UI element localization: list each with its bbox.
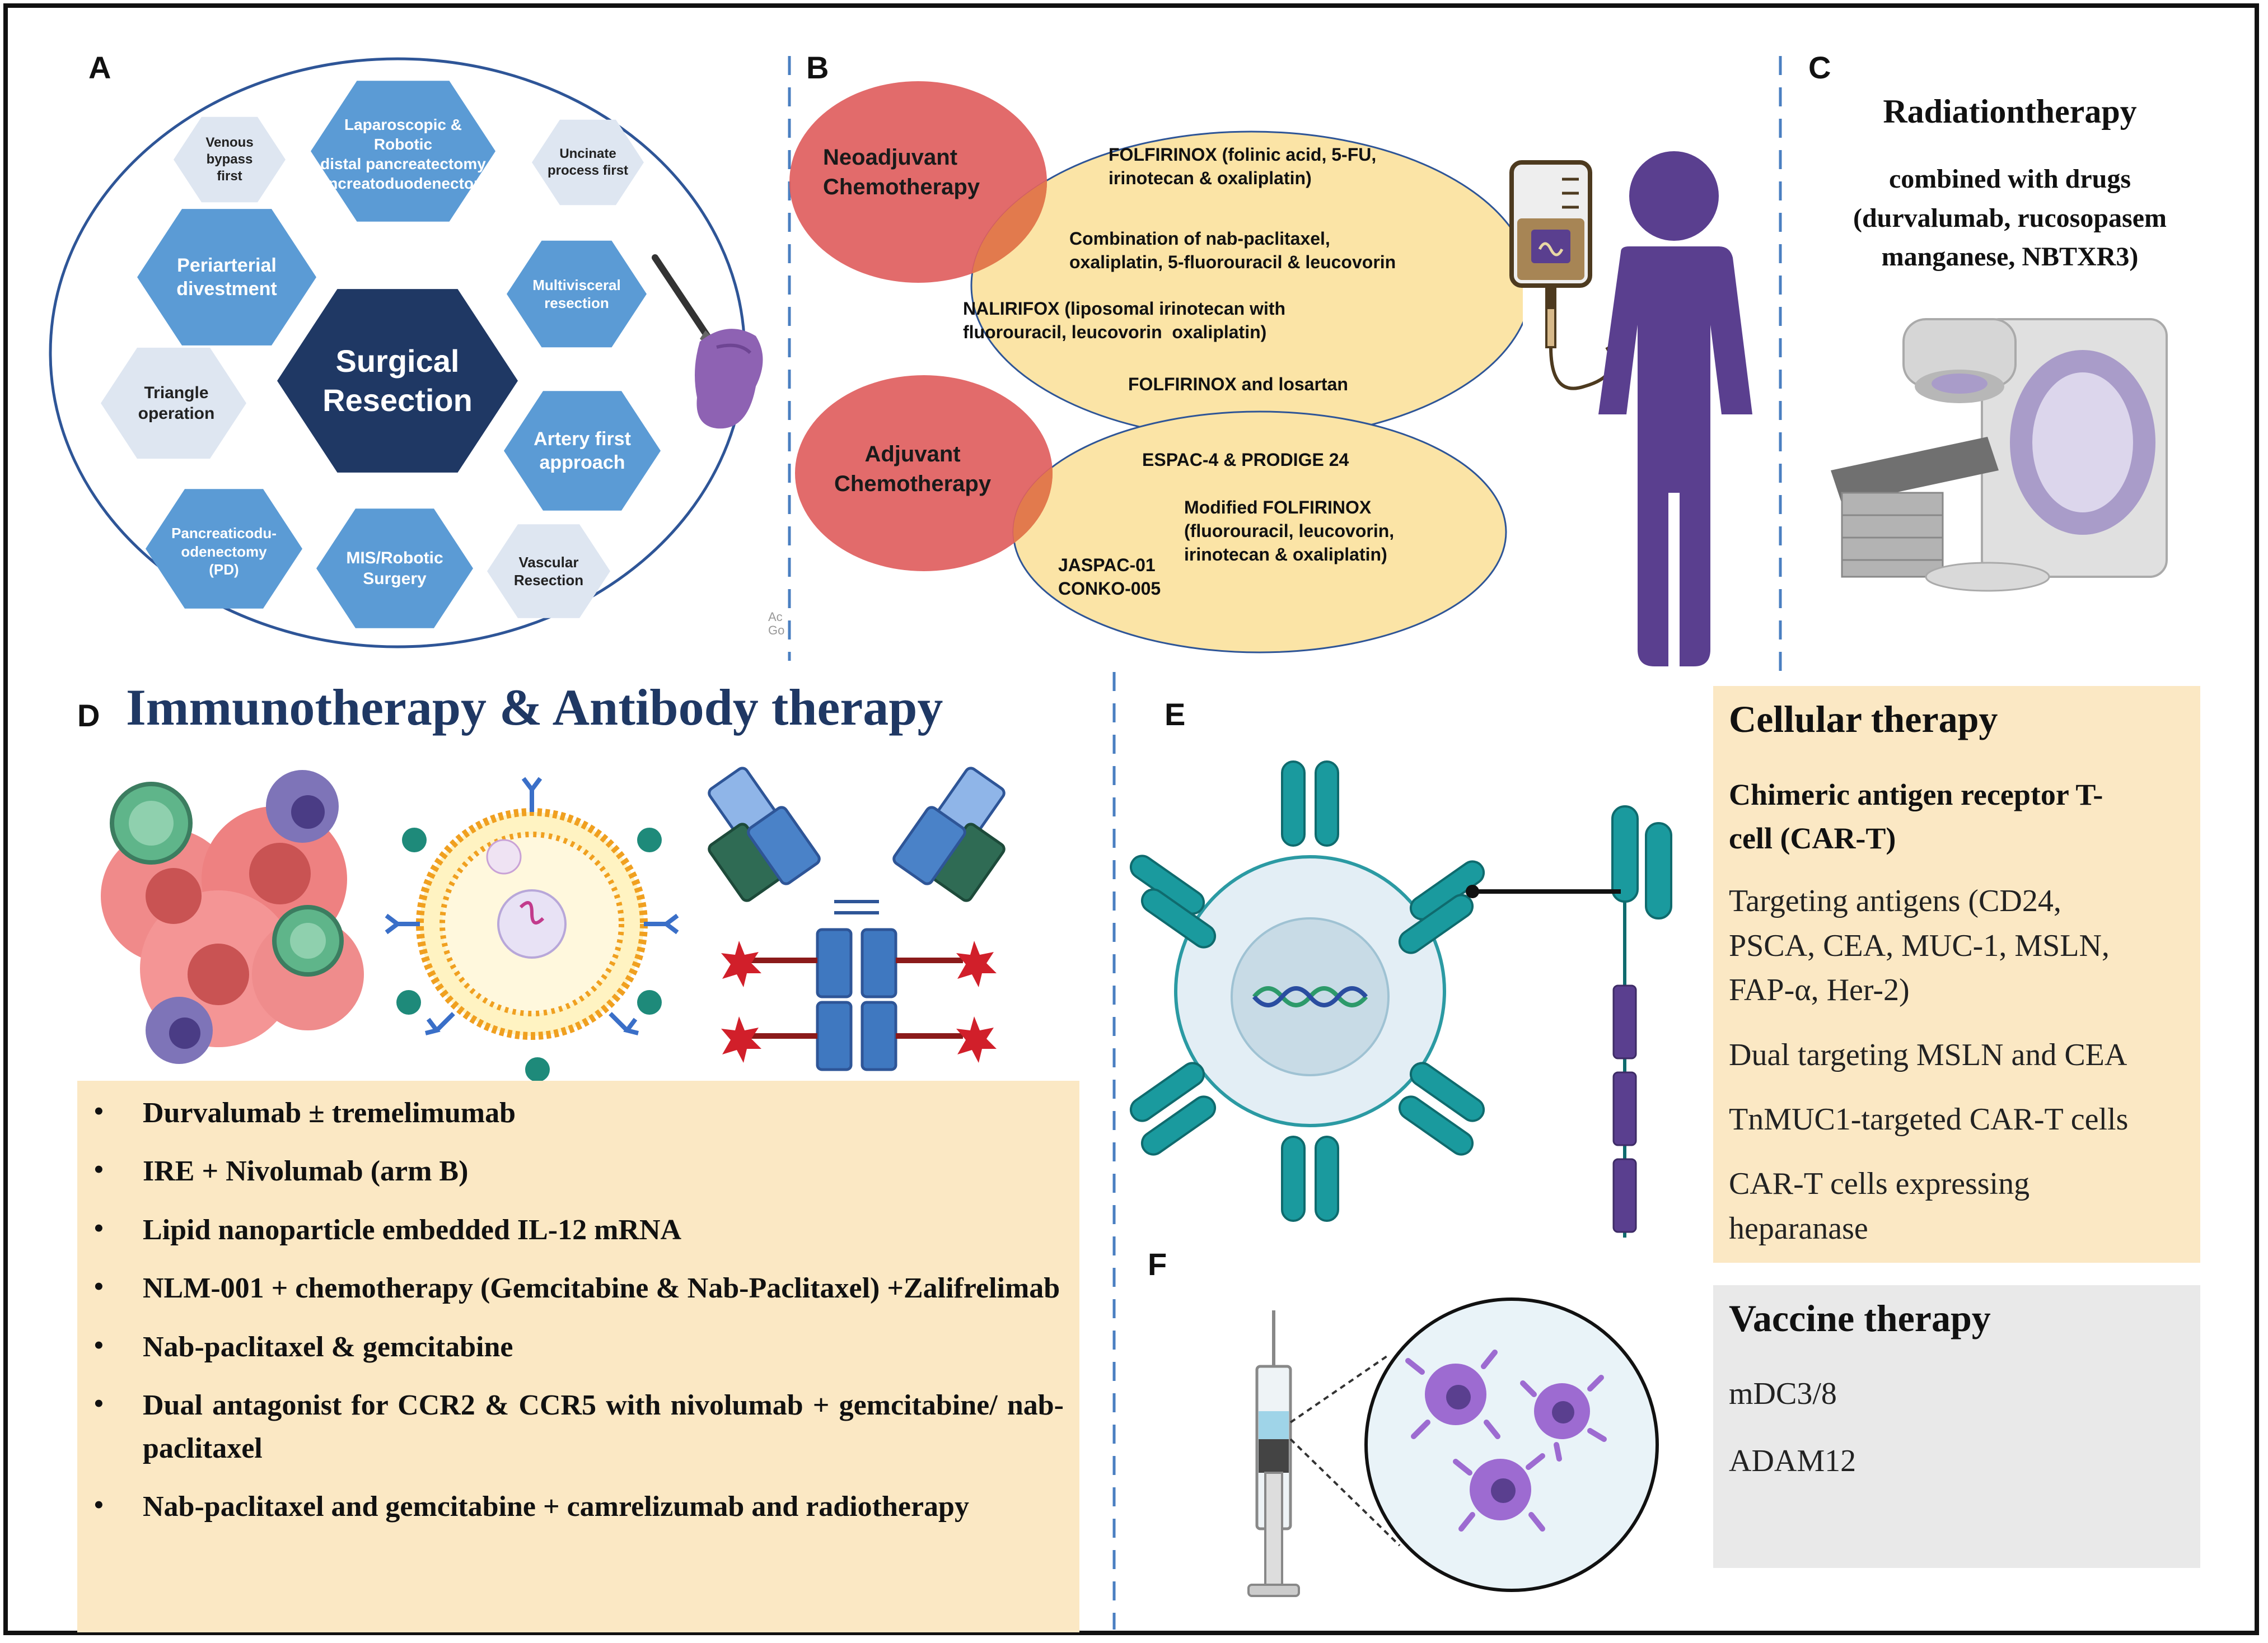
patient-head xyxy=(1629,151,1719,241)
hex-multivisceral-label: Multivisceral resection xyxy=(532,276,621,312)
bullet-dot: • xyxy=(94,1213,104,1243)
hex-vascular xyxy=(487,524,610,618)
panel-b-venn xyxy=(789,81,1523,654)
vaccine-syringe-icon xyxy=(1247,1297,1659,1597)
panel-d-letter: D xyxy=(77,698,100,733)
radiation-machine-icon xyxy=(1831,318,2168,592)
hex-pd-label: Pancreaticodu- odenectomy (PD) xyxy=(171,525,277,578)
hex-artery-first xyxy=(504,391,661,511)
bullet-dot: • xyxy=(94,1096,104,1126)
immunotherapy-item: • IRE + Nivolumab (arm B) xyxy=(84,1150,1064,1193)
immunotherapy-item: • Nab-paclitaxel & gemcitabine xyxy=(84,1326,1064,1369)
adjuvant-label: Adjuvant Chemotherapy xyxy=(834,442,992,496)
hex-periarterial-label: Periarterial divestment xyxy=(176,254,277,300)
adj-item-3: JASPAC-01 CONKO-005 xyxy=(1058,555,1161,599)
vaccine-title: Vaccine therapy xyxy=(1729,1297,1991,1339)
bullet-dot: • xyxy=(94,1490,104,1520)
patient-body xyxy=(1598,246,1752,666)
hex-periarterial xyxy=(137,209,316,346)
hex-mis-robotic-label: MIS/Robotic Surgery xyxy=(346,548,443,589)
immunotherapy-item: • NLM-001 + chemotherapy (Gemcitabine & N… xyxy=(84,1267,1064,1310)
immunotherapy-item: • Nab-paclitaxel and gemcitabine + camrel… xyxy=(84,1486,1064,1528)
neo-item-1: FOLFIRINOX (folinic acid, 5-FU, irinotec… xyxy=(1109,144,1377,189)
cellular-item-1: Targeting antigens (CD24, PSCA, CEA, MUC… xyxy=(1729,884,2110,1008)
panel-e-letter: E xyxy=(1165,697,1186,732)
magnified-circle xyxy=(1364,1297,1659,1592)
radiation-title: Radiationtherapy xyxy=(1883,93,2137,130)
adj-item-2: Modified FOLFIRINOX (fluorouracil, leuco… xyxy=(1184,497,1395,565)
hex-surgical-resection-label: Surgical Resection xyxy=(322,343,473,418)
car-t-cell-icon xyxy=(1129,760,1672,1238)
cellular-item-3: TnMUC1-targeted CAR-T cells xyxy=(1729,1102,2129,1137)
tumor-immune-cells-icon xyxy=(101,770,364,1064)
neo-item-2: Combination of nab-paclitaxel, oxaliplat… xyxy=(1069,228,1396,273)
panel-c-letter: C xyxy=(1808,50,1831,85)
hex-vascular-label: Vascular Resection xyxy=(513,553,584,589)
hex-laparoscopic xyxy=(311,81,495,222)
adj-red-ellipse xyxy=(795,375,1053,571)
immunotherapy-list-box xyxy=(77,1081,1079,1632)
scalpel-hand-icon xyxy=(652,254,763,429)
immunotherapy-item: • Lipid nanoparticle embedded IL-12 mRNA xyxy=(84,1209,1064,1252)
panel-a-diagram xyxy=(49,57,746,648)
lipid-nanoparticle-icon xyxy=(385,777,679,1081)
immunotherapy-list: • Durvalumab ± tremelimumab • IRE + Nivolum… xyxy=(84,1092,1064,1544)
radiation-subtitle: combined with drugs (durvalumab, rucosop… xyxy=(1853,164,2167,272)
hex-triangle-label: Triangle operation xyxy=(138,383,215,423)
hex-uncinate-label: Uncinate process first xyxy=(547,146,629,178)
neo-item-4: FOLFIRINOX and losartan xyxy=(1128,374,1348,394)
panel-a-letter: A xyxy=(88,50,111,85)
immunotherapy-item-text: NLM-001 + chemotherapy (Gemcitabine & Na… xyxy=(143,1272,1060,1305)
neoadjuvant-label: Neoadjuvant Chemotherapy xyxy=(823,145,980,199)
hex-laparoscopic-label: Laparoscopic & Robotic distal pancreatec… xyxy=(310,116,497,192)
treatment-couch xyxy=(1831,437,1999,504)
bullet-dot: • xyxy=(94,1389,104,1419)
immunotherapy-item-text: Dual antagonist for CCR2 & CCR5 with niv… xyxy=(143,1389,1064,1464)
neo-item-3: NALIRIFOX (liposomal irinotecan with flu… xyxy=(963,298,1286,343)
hex-center xyxy=(277,289,518,473)
antibody-icon xyxy=(708,767,1006,1071)
cellular-title: Cellular therapy xyxy=(1729,698,1998,740)
hex-pd xyxy=(146,489,302,609)
hex-venous-bypass xyxy=(174,116,286,203)
cellular-item-2: Dual targeting MSLN and CEA xyxy=(1729,1038,2127,1072)
panel-f-letter: F xyxy=(1148,1247,1167,1282)
vaccine-item-1: mDC3/8 xyxy=(1729,1376,1837,1411)
iv-patient-icon xyxy=(1509,151,1752,666)
car-t-subtitle: Chimeric antigen receptor T- cell (CAR-T… xyxy=(1729,778,2103,856)
panel-b-letter: B xyxy=(806,50,829,85)
immunotherapy-item-text: Nab-paclitaxel & gemcitabine xyxy=(143,1331,513,1363)
cellular-therapy-box xyxy=(1713,686,2200,1263)
hex-multivisceral xyxy=(507,240,647,348)
hex-venous-bypass-label: Venous bypass first xyxy=(205,135,254,184)
hex-artery-first-label: Artery first approach xyxy=(534,428,631,474)
vaccine-item-2: ADAM12 xyxy=(1729,1444,1857,1478)
bullet-dot: • xyxy=(94,1330,104,1360)
immunotherapy-item-text: Nab-paclitaxel and gemcitabine + camreli… xyxy=(143,1491,969,1523)
immunotherapy-item-text: IRE + Nivolumab (arm B) xyxy=(143,1155,469,1188)
neo-red-ellipse xyxy=(789,81,1047,283)
watermark-text: Ac Go xyxy=(768,610,785,638)
immunotherapy-title: Immunotherapy & Antibody therapy xyxy=(126,679,943,736)
hex-triangle xyxy=(101,347,246,459)
hex-mis-robotic xyxy=(316,508,473,628)
cellular-item-4: CAR-T cells expressing heparanase xyxy=(1729,1166,2030,1246)
immunotherapy-item-text: Durvalumab ± tremelimumab xyxy=(143,1097,516,1129)
immunotherapy-item: • Dual antagonist for CCR2 & CCR5 with ni… xyxy=(84,1384,1064,1470)
immunotherapy-item-text: Lipid nanoparticle embedded IL-12 mRNA xyxy=(143,1213,682,1246)
hex-uncinate xyxy=(532,119,644,206)
bullet-dot: • xyxy=(94,1155,104,1185)
bullet-dot: • xyxy=(94,1272,104,1302)
figure-border xyxy=(3,3,2259,1635)
immunotherapy-item: • Durvalumab ± tremelimumab xyxy=(84,1092,1064,1135)
vaccine-therapy-box xyxy=(1713,1285,2200,1568)
adj-item-1: ESPAC-4 & PRODIGE 24 xyxy=(1142,450,1349,470)
